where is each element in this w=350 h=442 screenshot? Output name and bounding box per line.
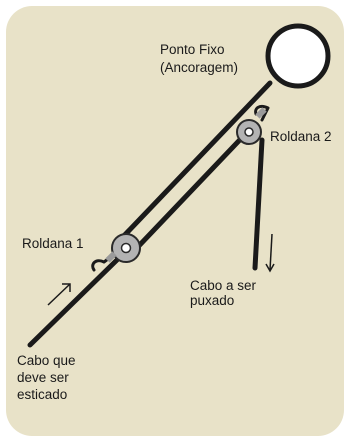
pulley-icon	[111, 233, 141, 263]
anchorage-label: (Ancoragem)	[160, 60, 238, 75]
hook-shank-2	[255, 107, 267, 119]
pulley-2-label: Roldana 2	[270, 129, 332, 144]
cable-to-pull	[252, 137, 265, 271]
pulley-1-label: Roldana 1	[22, 236, 84, 251]
hook-icon	[254, 104, 270, 122]
pulley-icon	[236, 119, 262, 145]
anchor-ring-icon	[265, 23, 331, 89]
arrow-down-icon	[265, 233, 275, 273]
cable-pull-label-line2: puxado	[190, 293, 234, 308]
cable-to-tension	[27, 254, 123, 348]
cable-strand-lower	[130, 123, 256, 255]
arrow-up-right-icon	[47, 283, 71, 306]
cable-tension-label-line3: esticado	[17, 387, 67, 402]
cable-strand-upper	[115, 80, 273, 245]
cable-tension-label-line1: Cabo que	[17, 353, 76, 368]
fixed-point-label: Ponto Fixo	[160, 42, 225, 57]
cable-pull-label-line1: Cabo a ser	[190, 278, 257, 293]
cable-tension-label-line2: deve ser	[17, 370, 69, 385]
hook-shank-1	[105, 251, 117, 263]
